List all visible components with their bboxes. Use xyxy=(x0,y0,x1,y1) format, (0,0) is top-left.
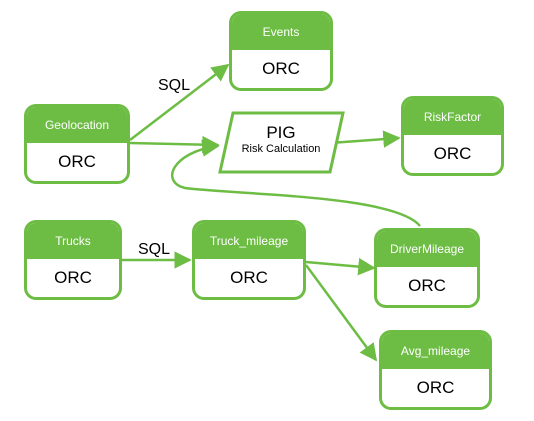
node-drivermileage-title: DriverMileage xyxy=(377,231,477,267)
pig-title: PIG xyxy=(266,123,296,142)
edge-truck-mileage-avg-mileage xyxy=(304,264,378,362)
edge-geolocation-events xyxy=(129,63,230,141)
edge-drivermileage-pig xyxy=(171,139,421,227)
node-drivermileage-format: ORC xyxy=(408,276,446,295)
node-drivermileage[interactable]: DriverMileage ORC xyxy=(374,228,480,308)
node-truck-mileage-title: Truck_mileage xyxy=(195,223,303,259)
node-geolocation-format: ORC xyxy=(58,152,96,171)
node-truck-mileage[interactable]: Truck_mileage ORC xyxy=(192,220,306,300)
node-events-title: Events xyxy=(232,14,330,50)
node-riskfactor-title: RiskFactor xyxy=(404,99,501,135)
node-avg-mileage[interactable]: Avg_mileage ORC xyxy=(379,330,492,410)
node-events-format: ORC xyxy=(262,59,300,78)
node-riskfactor-format: ORC xyxy=(433,144,472,163)
node-trucks[interactable]: Trucks ORC xyxy=(24,220,122,300)
node-riskfactor[interactable]: RiskFactor ORC xyxy=(401,96,504,176)
edge-geolocation-pig xyxy=(129,135,220,154)
node-pig[interactable]: PIG Risk Calculation xyxy=(224,124,338,156)
node-events[interactable]: Events ORC xyxy=(229,11,333,91)
pig-subtitle: Risk Calculation xyxy=(241,143,321,155)
node-truck-mileage-format: ORC xyxy=(230,268,268,287)
edge-pig-riskfactor xyxy=(329,130,401,148)
node-geolocation[interactable]: Geolocation ORC xyxy=(24,104,130,184)
node-avg-mileage-title: Avg_mileage xyxy=(382,333,489,369)
node-trucks-format: ORC xyxy=(54,268,92,287)
edge-truck-mileage-drivermileage xyxy=(305,257,376,276)
pig-node-shape xyxy=(218,111,345,174)
node-geolocation-title: Geolocation xyxy=(27,107,127,143)
edge-label-geo-events: SQL xyxy=(158,77,191,94)
edge-label-trucks-truck-mileage: SQL xyxy=(138,241,171,258)
node-avg-mileage-format: ORC xyxy=(416,378,455,397)
node-trucks-title: Trucks xyxy=(27,223,119,259)
